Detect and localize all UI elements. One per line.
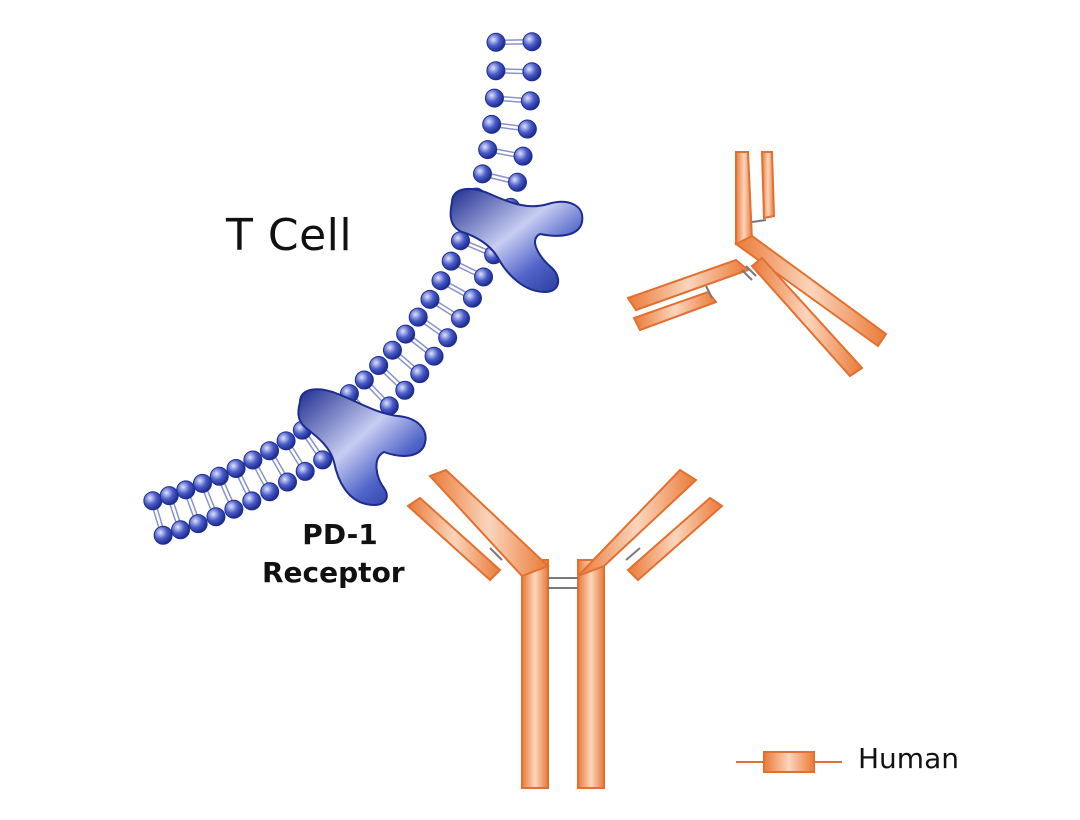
lipid-head	[295, 461, 315, 481]
lipid-head	[206, 507, 226, 527]
lipid-head	[478, 140, 498, 160]
lipid-head	[408, 307, 428, 327]
lipid-head	[441, 251, 461, 271]
lipid-head	[209, 466, 229, 486]
lipid-head	[278, 472, 298, 492]
lipid-head	[520, 91, 540, 111]
pd1-receptor-lower	[297, 388, 427, 506]
lipid-head	[472, 164, 492, 184]
lipid-head	[450, 308, 470, 328]
legend-human-label: Human	[858, 742, 959, 775]
legend-human-swatch	[736, 751, 842, 773]
lipid-head	[486, 32, 506, 52]
lipid-head	[159, 486, 179, 506]
lipid-head	[176, 480, 196, 500]
lipid-head	[517, 119, 537, 139]
lipid-head	[431, 271, 451, 291]
lipid-head	[522, 32, 542, 52]
antibody-upper-right	[626, 151, 888, 378]
lipid-head	[224, 499, 244, 519]
lipid-head	[153, 525, 173, 545]
lipid-head	[482, 114, 502, 134]
lipid-head	[420, 289, 440, 309]
lipid-head	[260, 441, 280, 461]
t-cell-label: T Cell	[226, 210, 353, 261]
lipid-head	[513, 146, 533, 166]
pd1-receptor-upper	[449, 187, 584, 294]
antibody-lower	[406, 468, 724, 789]
lipid-head	[486, 61, 506, 81]
lipid-head	[484, 88, 504, 108]
lipid-head	[313, 450, 333, 470]
lipid-head	[226, 458, 246, 478]
lipid-head	[260, 482, 280, 502]
lipid-head	[474, 267, 494, 287]
lipid-head	[354, 370, 374, 390]
pd1-label: PD-1	[302, 518, 378, 551]
lipid-head	[382, 340, 402, 360]
receptor-label: Receptor	[262, 556, 405, 589]
lipid-head	[188, 514, 208, 534]
lipid-head	[192, 473, 212, 493]
antibody-upper-right-bonds	[705, 219, 767, 299]
lipid-head	[438, 328, 458, 348]
lipid-head	[276, 431, 296, 451]
lipid-head	[396, 324, 416, 344]
antibody-lower-bonds	[489, 547, 641, 589]
lipid-head	[410, 364, 430, 384]
lipid-head	[143, 491, 163, 511]
lipid-head	[171, 520, 191, 540]
lipid-head	[507, 172, 527, 192]
lipid-head	[243, 450, 263, 470]
lipid-head	[395, 380, 415, 400]
lipid-head	[242, 491, 262, 511]
lipid-head	[369, 355, 389, 375]
lipid-head	[424, 346, 444, 366]
lipid-head	[522, 62, 542, 82]
lipid-head	[462, 288, 482, 308]
